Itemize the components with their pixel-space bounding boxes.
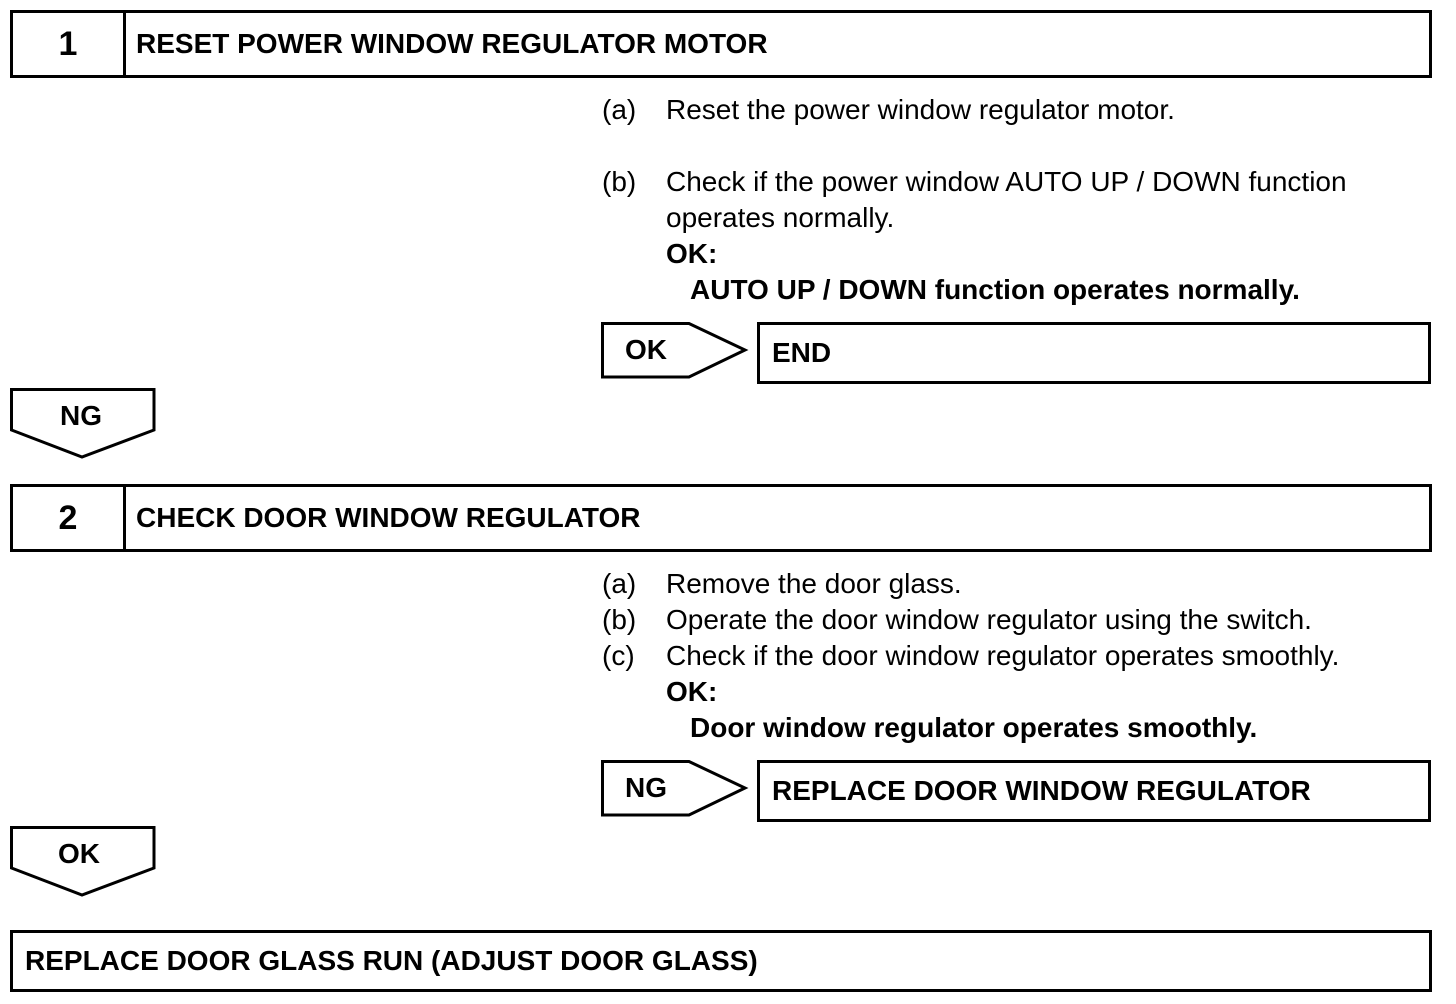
- step-2-ng-branch-label: NG: [625, 772, 667, 803]
- final-action-box: REPLACE DOOR GLASS RUN (ADJUST DOOR GLAS…: [10, 930, 1432, 992]
- step-1-number: 1: [13, 13, 126, 75]
- down-arrow-icon: [10, 388, 156, 459]
- step-2-ok-down-label: OK: [58, 838, 100, 869]
- step-1-title: RESET POWER WINDOW REGULATOR MOTOR: [136, 28, 768, 59]
- step-2-instruction-c-text: Check if the door window regulator opera…: [666, 640, 1340, 671]
- step-2-instruction-b-label: (b): [602, 604, 637, 635]
- step-1-ng-down-arrow: NG: [10, 388, 156, 460]
- step-1-instruction-b-label: (b): [602, 166, 637, 197]
- step-2-ok-criteria: Door window regulator operates smoothly.: [690, 712, 1258, 743]
- step-1-instruction-a-text: Reset the power window regulator motor.: [666, 94, 1175, 125]
- step-1-instruction-b-text: Check if the power window AUTO UP / DOWN…: [666, 166, 1347, 197]
- step-1-instruction-a-label: (a): [602, 94, 637, 125]
- step-2-instruction-a-label: (a): [602, 568, 637, 599]
- right-arrow-icon: [601, 322, 749, 379]
- step-1-ok-branch-label: OK: [625, 334, 667, 365]
- down-arrow-icon: [10, 826, 156, 897]
- step-2-ng-branch-arrow: NG: [601, 760, 751, 818]
- step-1-ng-down-label: NG: [60, 400, 102, 431]
- step-2-header: 2 CHECK DOOR WINDOW REGULATOR: [10, 484, 1432, 552]
- step-1-ok-criteria: AUTO UP / DOWN function operates normall…: [690, 274, 1300, 305]
- step-2-instruction-b-text: Operate the door window regulator using …: [666, 604, 1312, 635]
- step-1-result-end: END: [757, 322, 1431, 384]
- step-2-result-replace-regulator: REPLACE DOOR WINDOW REGULATOR: [757, 760, 1431, 822]
- step-1-ok-heading: OK:: [666, 238, 718, 269]
- step-2-ok-down-arrow: OK: [10, 826, 156, 898]
- step-1-instruction-b-text-cont: operates normally.: [666, 202, 895, 233]
- step-2-instruction-a-text: Remove the door glass.: [666, 568, 962, 599]
- step-1-header: 1 RESET POWER WINDOW REGULATOR MOTOR: [10, 10, 1432, 78]
- step-2-title: CHECK DOOR WINDOW REGULATOR: [136, 502, 641, 533]
- step-2-ok-heading: OK:: [666, 676, 718, 707]
- right-arrow-icon: [601, 760, 749, 817]
- step-2-instruction-c-label: (c): [602, 640, 635, 671]
- step-1-ok-branch-arrow: OK: [601, 322, 751, 380]
- step-2-number: 2: [13, 487, 126, 549]
